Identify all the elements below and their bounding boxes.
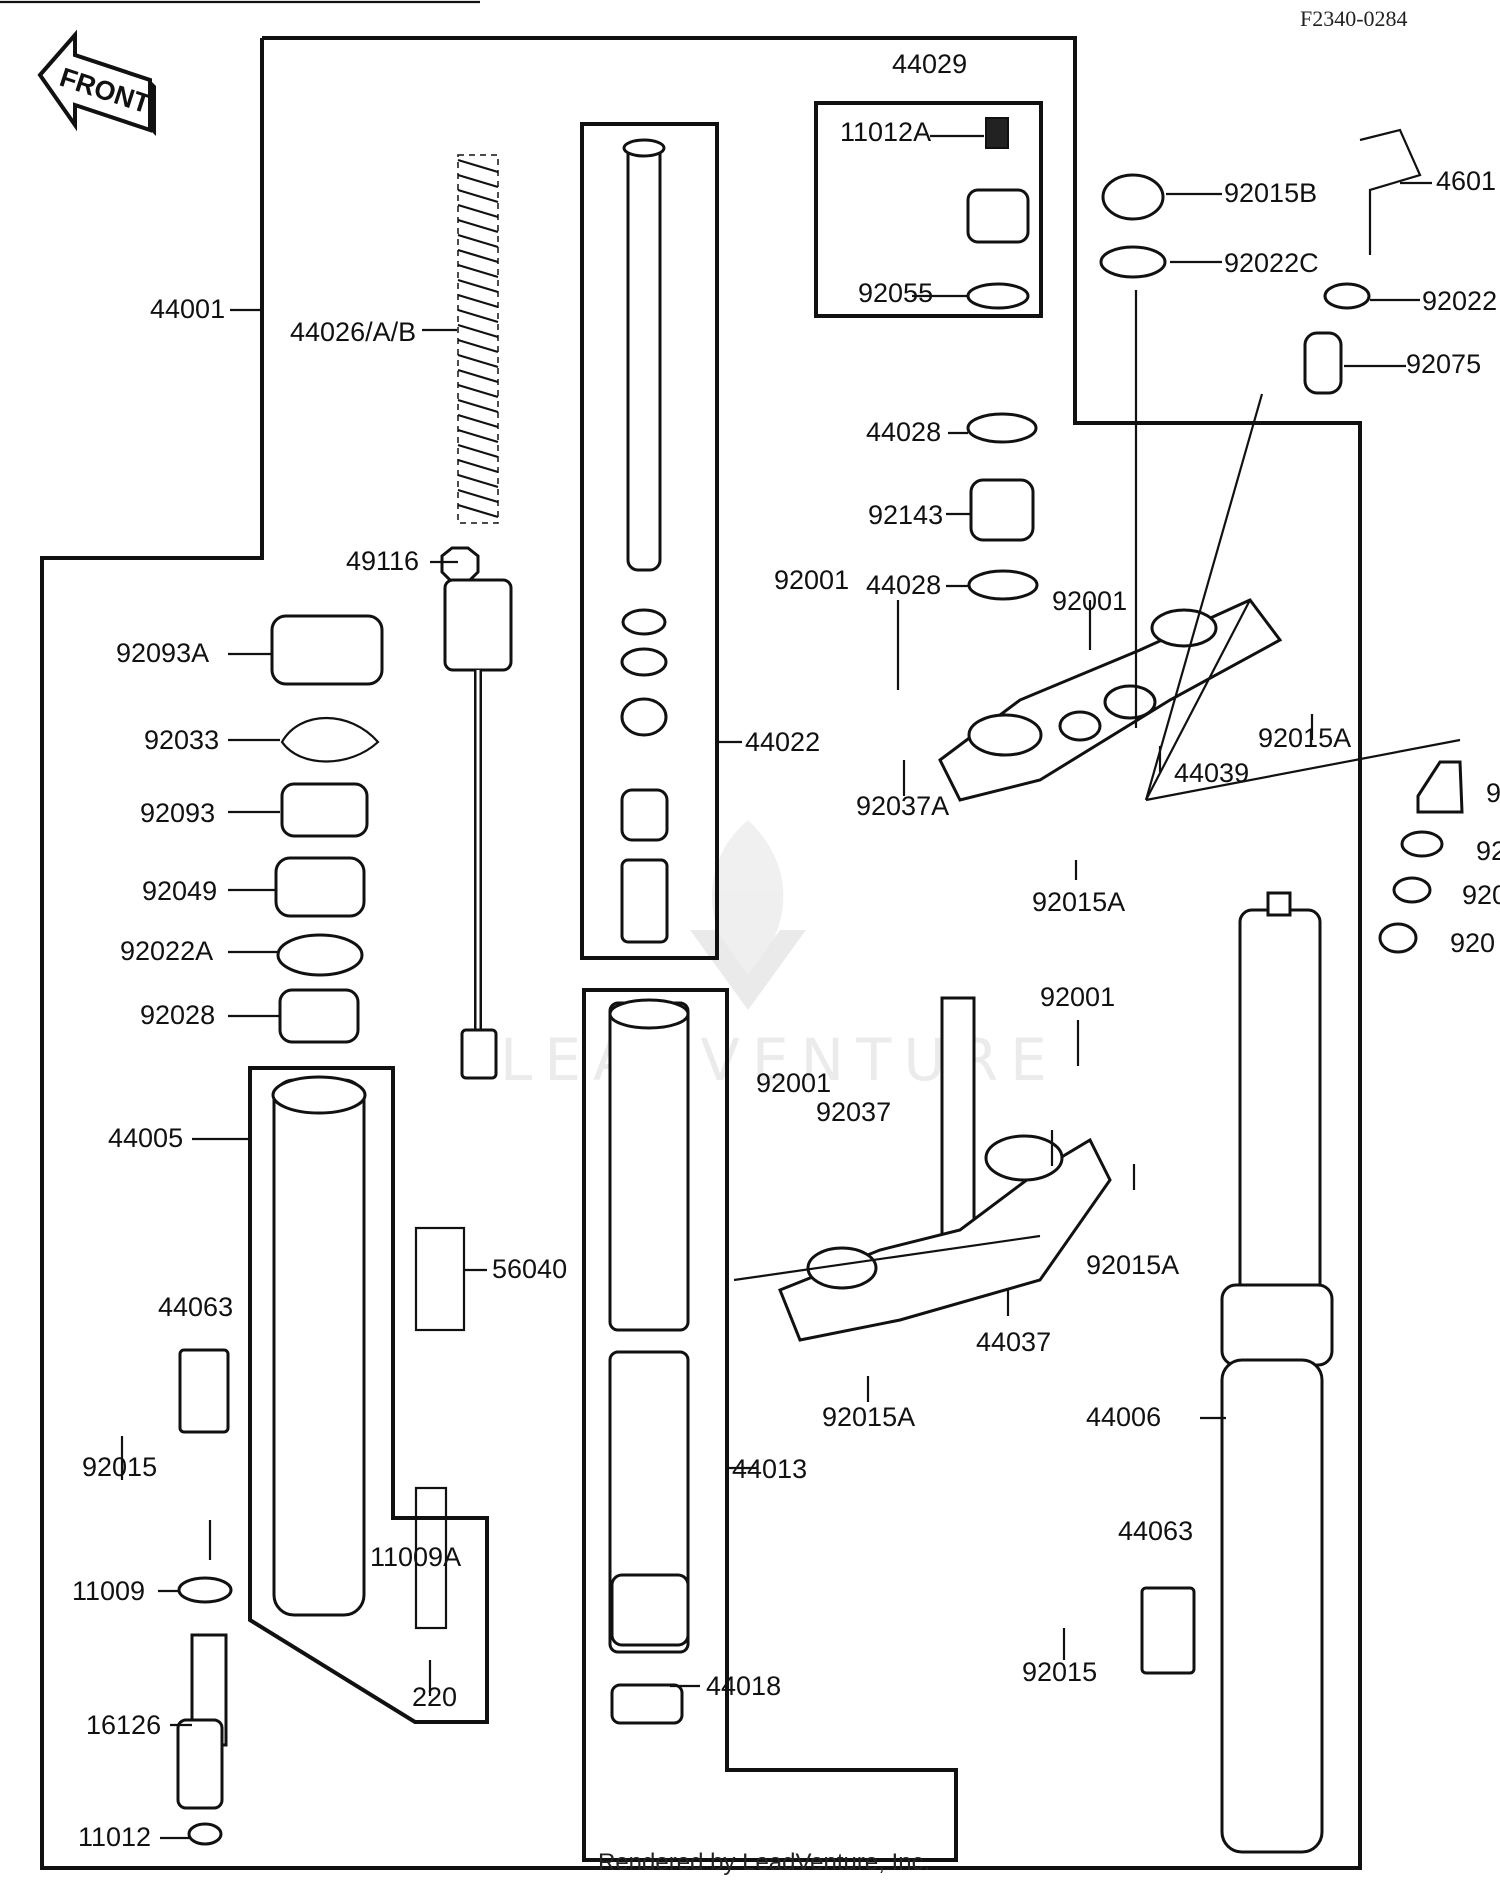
inner-tube xyxy=(620,138,669,944)
callout-92055: 92055 xyxy=(858,278,933,308)
callout-11012A: 11012A xyxy=(840,117,931,147)
callout-labels: 44029 11012A 92055 92015B 92022C 4601 92… xyxy=(72,49,1500,1852)
callout-right-edge-4: 920 xyxy=(1450,928,1495,958)
callout-44026AB: 44026/A/B xyxy=(290,317,416,347)
frame-44013 xyxy=(582,988,958,1862)
callout-92015A-mid: 92015A xyxy=(1032,887,1125,917)
upper-triple-clamp xyxy=(938,598,1283,802)
callout-92075: 92075 xyxy=(1406,349,1481,379)
callout-92001-b: 92001 xyxy=(1052,586,1127,616)
callout-92001-a: 92001 xyxy=(774,565,849,595)
frame-44005 xyxy=(248,1066,489,1724)
callout-92093: 92093 xyxy=(140,798,215,828)
callout-92022C: 92022C xyxy=(1224,248,1319,278)
main-frame xyxy=(40,36,1362,1870)
callout-49116: 49116 xyxy=(346,546,419,576)
callout-right-edge-3: 920 xyxy=(1462,880,1500,910)
callout-44005: 44005 xyxy=(108,1123,183,1153)
frame-44029 xyxy=(814,101,1043,318)
sticker-56040 xyxy=(414,1226,466,1332)
callout-92049: 92049 xyxy=(142,876,217,906)
callout-44013: 44013 xyxy=(732,1454,807,1484)
callout-92037: 92037 xyxy=(816,1097,891,1127)
callout-92037A: 92037A xyxy=(856,791,949,821)
leader-lines xyxy=(120,134,1461,1840)
callout-92143: 92143 xyxy=(868,500,943,530)
callout-44001: 44001 xyxy=(150,294,225,324)
callout-220: 220 xyxy=(412,1682,457,1712)
rendered-by-footer: Rendered by LeadVenture, Inc. xyxy=(598,1849,930,1876)
callout-92022: 92022 xyxy=(1422,286,1497,316)
callout-44018: 44018 xyxy=(706,1671,781,1701)
callout-92001-d: 92001 xyxy=(756,1068,831,1098)
callout-92028: 92028 xyxy=(140,1000,215,1030)
callout-11009A: 11009A xyxy=(370,1542,461,1572)
figure-code: F2340-0284 xyxy=(1300,6,1408,31)
bracket-44063-left xyxy=(178,1348,230,1434)
drain-valve xyxy=(176,1486,448,1846)
upper-hardware xyxy=(966,128,1422,601)
callout-56040: 56040 xyxy=(492,1254,567,1284)
callout-92015B: 92015B xyxy=(1224,178,1317,208)
callout-44063-left: 44063 xyxy=(158,1292,233,1322)
callout-16126: 16126 xyxy=(86,1710,161,1740)
bracket-44063-right xyxy=(1140,1586,1196,1675)
callout-44022: 44022 xyxy=(745,727,820,757)
air-valve-assembly xyxy=(966,117,1030,310)
callout-92022A: 92022A xyxy=(120,936,213,966)
damper-rod xyxy=(440,546,513,1080)
fork-spring xyxy=(457,154,499,524)
right-edge-parts xyxy=(1378,760,1464,954)
callout-44063-right: 44063 xyxy=(1118,1516,1193,1546)
callout-44028-lower: 44028 xyxy=(866,570,941,600)
callout-92015-left: 92015 xyxy=(82,1452,157,1482)
lower-triple-clamp xyxy=(778,996,1112,1342)
callout-92001-c: 92001 xyxy=(1040,982,1115,1012)
callout-44028-upper: 44028 xyxy=(866,417,941,447)
callout-4601: 4601 xyxy=(1436,166,1496,196)
callout-11012: 11012 xyxy=(78,1822,151,1852)
callout-92015A-bottom: 92015A xyxy=(822,1402,915,1432)
callout-44029: 44029 xyxy=(892,49,967,79)
fork-leg-left xyxy=(271,1075,367,1617)
callout-92015A-top: 92015A xyxy=(1258,723,1351,753)
callout-44037: 44037 xyxy=(976,1327,1051,1357)
frame-44022 xyxy=(580,122,719,960)
fork-leg-right xyxy=(1220,891,1334,1854)
callout-right-edge-1: 9 xyxy=(1486,778,1500,808)
callout-11009: 11009 xyxy=(72,1576,145,1606)
callout-92093A: 92093A xyxy=(116,638,209,668)
outer-tube-44013 xyxy=(608,998,690,1725)
callout-44006: 44006 xyxy=(1086,1402,1161,1432)
callout-44039: 44039 xyxy=(1174,758,1249,788)
seal-stack xyxy=(270,614,384,1044)
callout-92033: 92033 xyxy=(144,725,219,755)
callout-92015A-lower: 92015A xyxy=(1086,1250,1179,1280)
front-arrow-badge: FRONT xyxy=(37,29,156,136)
callout-right-edge-2: 92 xyxy=(1476,836,1500,866)
callout-92015-right: 92015 xyxy=(1022,1657,1097,1687)
